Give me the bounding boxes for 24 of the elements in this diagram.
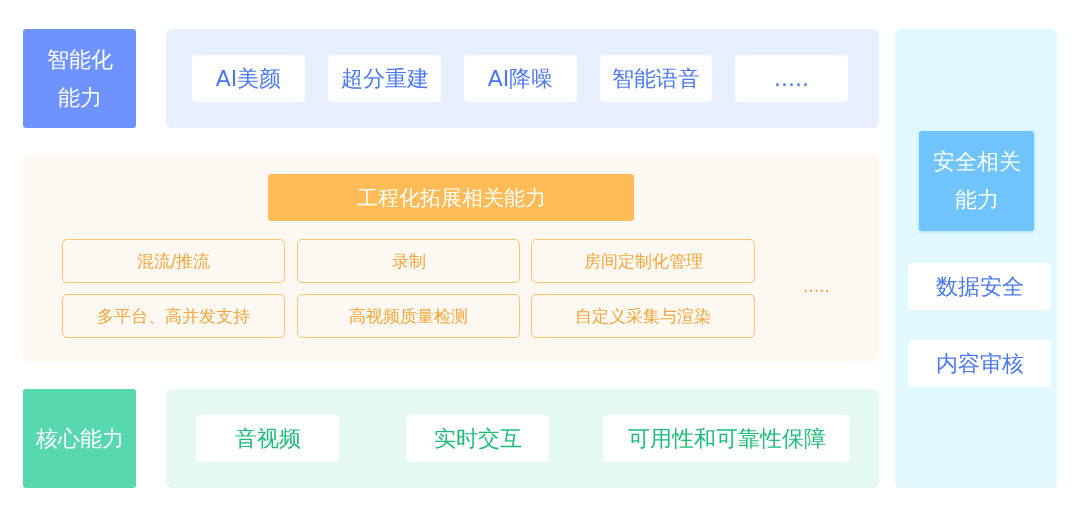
capability-tag: 多平台、高并发支持 <box>62 294 285 338</box>
capability-tag: 自定义采集与渲染 <box>531 294 755 338</box>
capability-tag: 房间定制化管理 <box>531 239 755 283</box>
capability-tag: 数据安全 <box>908 263 1051 310</box>
capability-tag: AI美颜 <box>192 55 305 102</box>
capability-tag: 音视频 <box>196 415 339 462</box>
capability-tag: AI降噪 <box>464 55 577 102</box>
capability-tag: 智能语音 <box>600 55 712 102</box>
category-label: 智能化能力 <box>23 29 136 128</box>
capability-panel <box>23 155 879 362</box>
capability-tag: 实时交互 <box>406 415 549 462</box>
category-label: 安全相关能力 <box>919 131 1034 231</box>
capability-tag: 超分重建 <box>328 55 441 102</box>
capability-panel <box>895 29 1057 488</box>
capability-tag: 录制 <box>297 239 520 283</box>
category-label: 核心能力 <box>23 389 136 488</box>
section-header: 工程化拓展相关能力 <box>268 174 634 221</box>
capability-tag: 混流/推流 <box>62 239 285 283</box>
capability-tag: 高视频质量检测 <box>297 294 520 338</box>
capability-tag: 内容审核 <box>908 340 1051 387</box>
capability-tag: 可用性和可靠性保障 <box>603 415 850 462</box>
ellipsis-text: ..... <box>803 275 831 298</box>
capability-tag: ..... <box>735 55 848 102</box>
capability-panel <box>166 389 879 488</box>
